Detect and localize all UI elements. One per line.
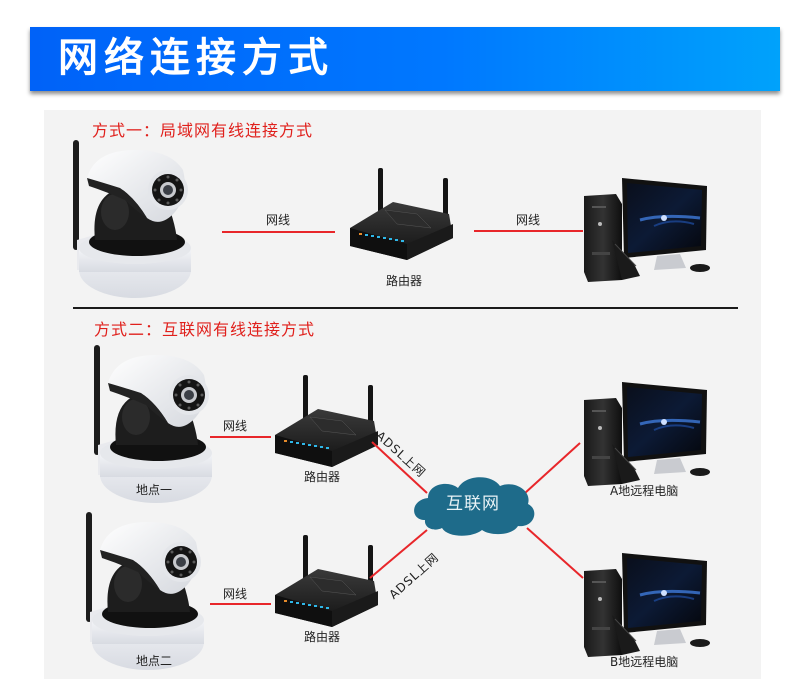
section1-title: 方式一：局域网有线连接方式 bbox=[92, 121, 314, 140]
cable-label: 网线 bbox=[516, 213, 541, 227]
router-label: 路由器 bbox=[304, 630, 341, 644]
remote-pc-label: B地远程电脑 bbox=[610, 655, 679, 669]
header-banner: 网络连接方式 bbox=[30, 27, 780, 91]
cable-label: 网线 bbox=[223, 587, 248, 601]
page-title: 网络连接方式 bbox=[58, 35, 334, 81]
router-label: 路由器 bbox=[304, 470, 341, 484]
router-label: 路由器 bbox=[386, 274, 423, 288]
cable-label: 网线 bbox=[266, 213, 291, 227]
cable-label: 网线 bbox=[223, 419, 248, 433]
internet-label: 互联网 bbox=[446, 494, 500, 514]
location-label: 地点二 bbox=[136, 654, 173, 668]
remote-pc-label: A地远程电脑 bbox=[610, 484, 679, 498]
location-label: 地点一 bbox=[136, 483, 173, 497]
section2-title: 方式二：互联网有线连接方式 bbox=[94, 320, 316, 339]
section-divider bbox=[73, 307, 738, 309]
